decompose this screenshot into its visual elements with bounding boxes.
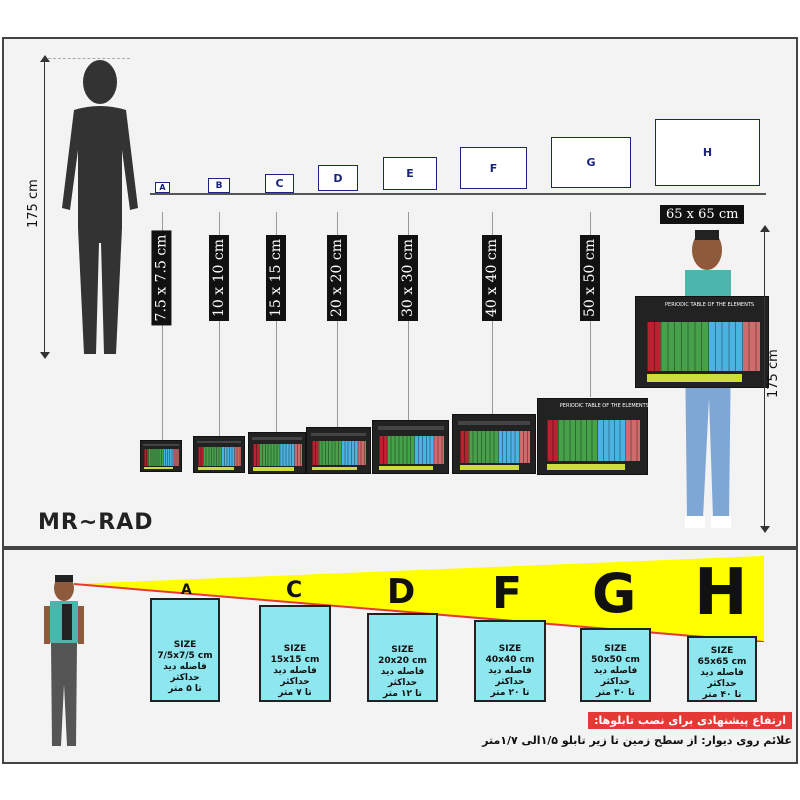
sample-size-label: 65 x 65 cm — [660, 205, 745, 224]
box-b: B — [208, 178, 230, 193]
card-distance: تا ۷ متر — [278, 688, 312, 698]
poster-f — [452, 414, 536, 474]
poster-title: PERIODIC TABLE OF THE ELEMENTS — [559, 402, 649, 409]
letter-a: A — [181, 582, 192, 598]
man-standing — [44, 575, 84, 746]
card-distance-label: فاصله دید حداکثر — [488, 666, 532, 687]
poster-c — [248, 432, 306, 474]
size-tag-15: 15 x 15 cm — [266, 235, 286, 321]
install-height-title: ارتفاع پیشنهادی برای نصب تابلوها: — [588, 712, 792, 729]
height-label-left: 175 cm — [26, 179, 41, 228]
card-size: 15x15 cm — [270, 655, 320, 665]
size-tag-7.5: 7.5 x 7.5 cm — [151, 230, 172, 326]
size-card-h: SIZE 65x65 cm فاصله دید حداکثر تا ۴۰ متر — [687, 636, 757, 702]
size-tag-40: 40 x 40 cm — [482, 235, 502, 321]
human-silhouette — [62, 60, 138, 354]
box-c: C — [265, 174, 294, 193]
card-size-label: SIZE — [391, 645, 414, 655]
size-tag-10: 10 x 10 cm — [209, 235, 229, 321]
height-marker-right — [764, 228, 765, 530]
eye-level-line — [150, 193, 766, 195]
card-distance: تا ۵ متر — [168, 684, 202, 694]
card-size-label: SIZE — [710, 646, 734, 656]
card-distance: تا ۱۲ متر — [383, 689, 422, 699]
held-poster: PERIODIC TABLE OF THE ELEMENTS — [635, 296, 769, 388]
height-arrow-right-top — [760, 225, 770, 232]
height-arrow-right-bottom — [760, 526, 770, 533]
letter-d: D — [387, 572, 416, 612]
card-distance: تا ۲۰ متر — [490, 688, 530, 698]
letter-f: F — [492, 568, 523, 619]
card-size-label: SIZE — [604, 644, 627, 654]
letter-c: C — [286, 578, 303, 603]
poster-b — [193, 436, 245, 473]
size-tag-50: 50 x 50 cm — [580, 235, 600, 321]
install-height-text: علائم روی دیوار: از سطح زمین تا زیر تابل… — [482, 734, 792, 747]
card-distance-label: فاصله دید حداکثر — [163, 662, 207, 683]
card-size: 40x40 cm — [485, 655, 535, 665]
card-size-label: SIZE — [498, 644, 522, 654]
size-tag-30: 30 x 30 cm — [398, 235, 418, 321]
box-h: H — [655, 119, 760, 186]
height-arrow-bottom — [40, 352, 50, 359]
size-card-a: SIZE 7/5x7/5 cm فاصله دید حداکثر تا ۵ مت… — [150, 598, 220, 702]
box-f: F — [460, 147, 527, 189]
box-e: E — [383, 157, 437, 190]
height-marker-left — [44, 58, 45, 355]
size-card-d: SIZE 20x20 cm فاصله دید حداکثر تا ۱۲ متر — [367, 613, 438, 702]
stem-1 — [162, 212, 163, 440]
card-size: 50x50 cm — [591, 655, 640, 665]
top-reference-line — [48, 58, 130, 59]
card-distance: تا ۴۰ متر — [702, 690, 742, 700]
brand-logo: MR~RAD — [38, 510, 154, 535]
stem-3 — [276, 212, 277, 432]
card-size: 65x65 cm — [697, 657, 747, 667]
height-arrow-top — [40, 55, 50, 62]
size-card-f: SIZE 40x40 cm فاصله دید حداکثر تا ۲۰ متر — [474, 620, 546, 702]
card-size: 7/5x7/5 cm — [157, 651, 213, 661]
box-a: A — [155, 182, 170, 193]
held-poster-title: PERIODIC TABLE OF THE ELEMENTS — [665, 302, 755, 309]
card-size-label: SIZE — [173, 640, 197, 650]
poster-e — [372, 420, 449, 474]
letter-h: H — [694, 556, 748, 630]
card-size-label: SIZE — [283, 644, 307, 654]
card-distance-label: فاصله دید حداکثر — [380, 667, 425, 688]
letter-g: G — [592, 562, 637, 625]
card-size: 20x20 cm — [378, 656, 427, 666]
poster-g: PERIODIC TABLE OF THE ELEMENTS — [537, 398, 649, 475]
size-card-c: SIZE 15x15 cm فاصله دید حداکثر تا ۷ متر — [259, 605, 331, 702]
size-card-g: SIZE 50x50 cm فاصله دید حداکثر تا ۳۰ متر — [580, 628, 651, 702]
card-distance-label: فاصله دید حداکثر — [273, 666, 317, 687]
card-distance-label: فاصله دید حداکثر — [700, 668, 744, 689]
stem-2 — [219, 212, 220, 436]
poster-a — [140, 440, 182, 472]
box-g: G — [551, 137, 631, 188]
poster-d — [306, 427, 371, 474]
card-distance-label: فاصله دید حداکثر — [593, 666, 638, 687]
height-label-right: 175 cm — [766, 349, 781, 398]
card-distance: تا ۳۰ متر — [596, 688, 635, 698]
size-tag-20: 20 x 20 cm — [327, 235, 347, 321]
box-d: D — [318, 165, 358, 191]
